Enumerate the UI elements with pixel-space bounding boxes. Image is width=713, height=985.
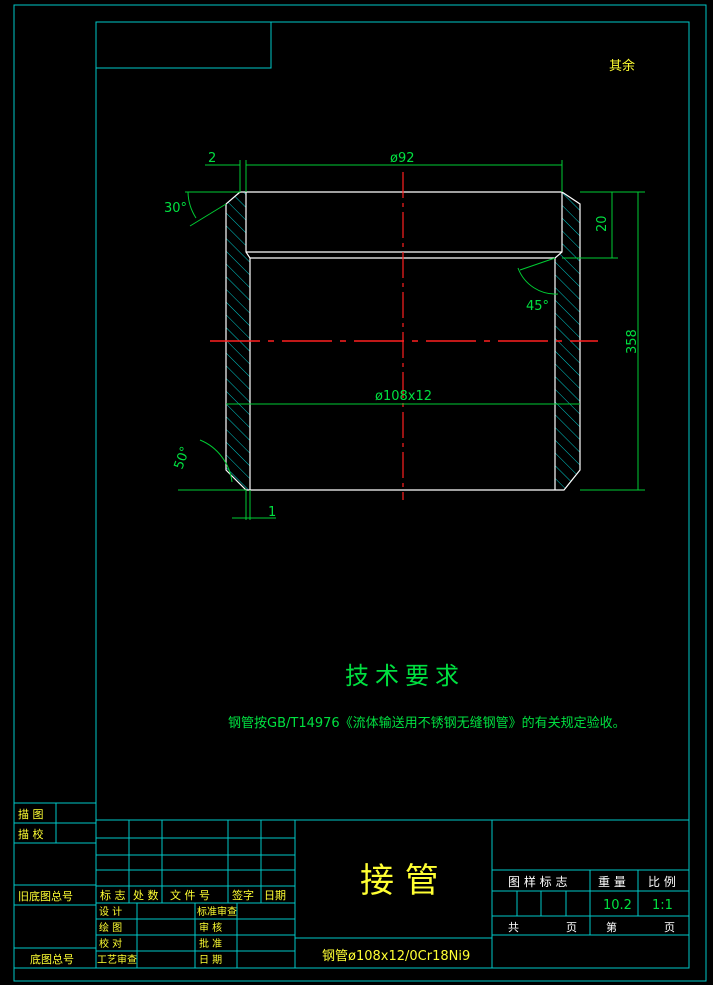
sheet-label: 第 [606, 920, 617, 934]
side-label-old-base-no: 旧底图总号 [18, 889, 73, 903]
label-approve: 批 准 [199, 937, 222, 950]
pattern-mark-label: 图 样 标 志 [508, 874, 567, 889]
rev-header-docno: 文 件 号 [170, 888, 210, 902]
right-outer-outline [555, 191, 581, 491]
corner-box [96, 22, 272, 69]
rev-header-mark: 标 志 [100, 888, 126, 902]
dim-pipe-size: ø108x12 [375, 389, 432, 404]
left-outer-outline [225, 191, 250, 491]
rev-header-date: 日期 [264, 889, 286, 902]
tech-req-text: 钢管按GB/T14976《流体输送用不锈钢无缝钢管》的有关规定验收。 [228, 715, 626, 731]
weight-value: 10.2 [603, 898, 632, 913]
dim-bottom-offset: 1 [268, 505, 276, 520]
label-std-review: 标准审查 [197, 905, 237, 918]
right-wall-hatch [555, 192, 580, 490]
material-spec: 钢管ø108x12/0Cr18Ni9 [322, 949, 470, 964]
outer-frame [13, 4, 707, 982]
dim-bottom-angle: 50° [172, 445, 194, 472]
pipe-section [210, 172, 598, 500]
dim-inner-depth: 20 [595, 215, 610, 232]
left-inner-outline [245, 192, 251, 490]
dim-chamfer-offset: 2 [208, 151, 216, 166]
title-block [96, 819, 689, 968]
dim-total-height: 358 [625, 329, 640, 354]
dim-top-angle: 30° [164, 201, 187, 216]
label-process: 工艺审查 [97, 953, 137, 966]
dim-top-width: ø92 [390, 151, 415, 166]
tech-req-title: 技术要求 [345, 662, 465, 690]
part-name: 接 管 [360, 861, 439, 901]
side-strip: 描 图 描 校 旧底图总号 底图总号 [14, 802, 96, 969]
page-label: 页 [566, 921, 577, 934]
side-label-base-no: 底图总号 [30, 952, 74, 966]
label-date: 日 期 [199, 954, 222, 966]
label-design: 设 计 [99, 905, 122, 918]
scale-value: 1:1 [652, 898, 673, 913]
right-inner-outline [554, 192, 563, 490]
scale-label: 比 例 [648, 875, 676, 889]
rev-header-sign: 签字 [232, 888, 254, 902]
total-label: 共 [508, 921, 519, 934]
side-label-miaojiao: 描 校 [18, 827, 44, 841]
dim-inner-angle: 45° [526, 299, 549, 314]
inner-frame [95, 21, 690, 969]
label-check: 校 对 [99, 937, 122, 950]
surface-note: 其余 [609, 58, 635, 74]
weight-label: 重 量 [598, 875, 626, 889]
label-draw: 绘 图 [99, 921, 122, 934]
dimensions [178, 160, 645, 520]
page-label-2: 页 [664, 921, 675, 934]
rev-header-count: 处 数 [133, 889, 159, 902]
label-audit: 审 核 [199, 921, 222, 934]
side-label-miaotu: 描 图 [18, 807, 44, 821]
